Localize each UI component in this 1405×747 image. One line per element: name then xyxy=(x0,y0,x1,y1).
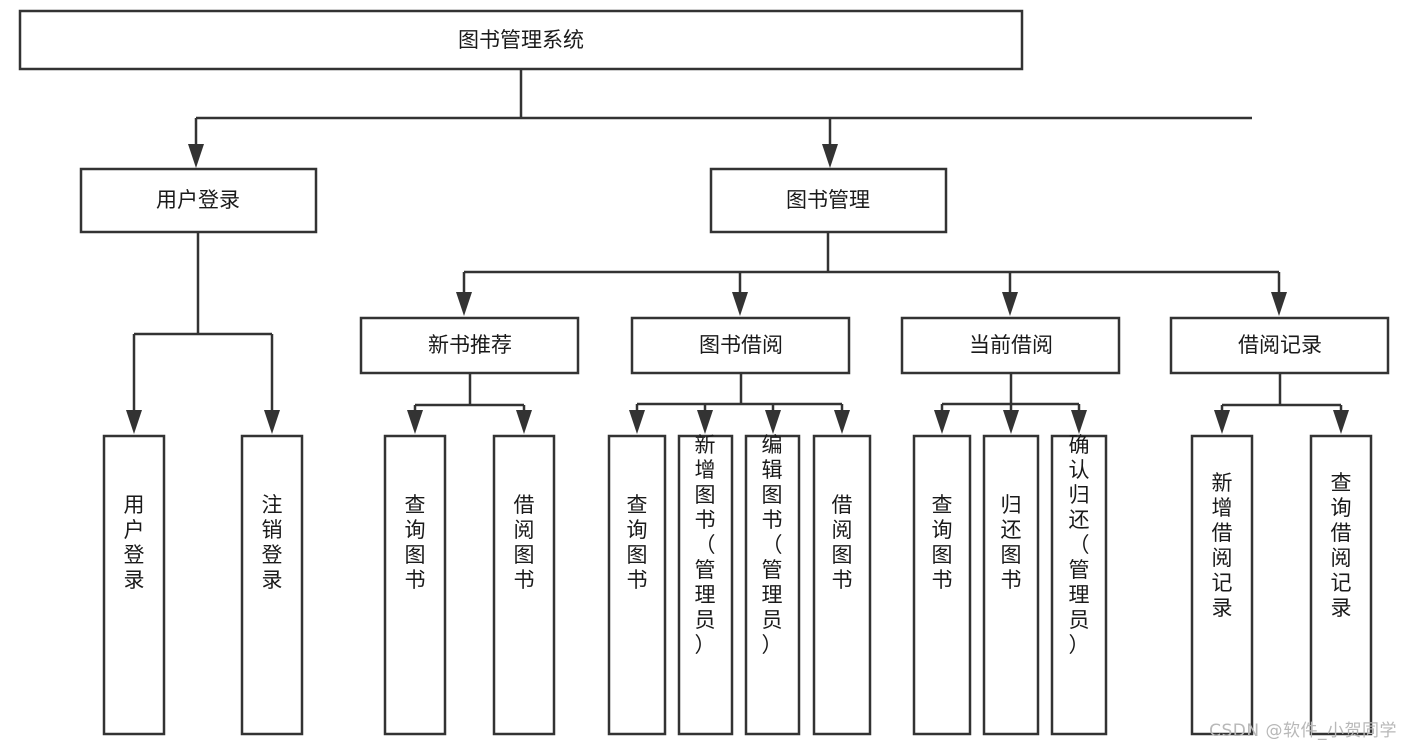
leaf-borrow-book-borrow-label: 借阅图书 xyxy=(832,493,853,592)
leaf-query-borrow-record-box xyxy=(1309,434,1373,736)
node-user-login[interactable]: 用户登录 xyxy=(79,167,318,234)
arrow-to-new-book-recommend xyxy=(456,292,472,316)
current-borrow-box xyxy=(900,316,1121,375)
leaf-borrow-book-borrow-box xyxy=(812,434,872,736)
leaf-query-book-borrow-label: 查询图书 xyxy=(627,493,648,592)
leaf-confirm-return[interactable]: 确认归还（管理员） xyxy=(1050,433,1108,736)
connector-borrow-record-to-leaves xyxy=(1214,373,1349,434)
leaf-add-borrow-record-label: 新增借阅记录 xyxy=(1212,471,1233,620)
leaf-query-book-current[interactable]: 查询图书 xyxy=(912,434,972,736)
leaf-add-borrow-record-box xyxy=(1190,434,1254,736)
leaf-return-book-label: 归还图书 xyxy=(1001,493,1022,592)
arrow-to-current-borrow xyxy=(1002,292,1018,316)
leaf-add-book-label: 新增图书（管理员） xyxy=(695,433,716,657)
leaf-edit-book-box xyxy=(744,434,801,736)
user-login-box xyxy=(79,167,318,234)
arrow-to-leaf-query-book-3 xyxy=(934,410,950,434)
leaf-user-login-label: 用户登录 xyxy=(124,493,145,592)
leaf-return-book-box xyxy=(982,434,1040,736)
node-current-borrow[interactable]: 当前借阅 xyxy=(900,316,1121,375)
leaf-query-book-borrow-box xyxy=(607,434,667,736)
leaf-borrow-book-borrow[interactable]: 借阅图书 xyxy=(812,434,872,736)
arrow-to-leaf-user-login xyxy=(126,410,142,434)
connector-book-manage-to-level3 xyxy=(456,232,1287,316)
arrow-to-leaf-add-book xyxy=(697,410,713,434)
new-book-recommend-box xyxy=(359,316,580,375)
leaf-query-book-current-label: 查询图书 xyxy=(932,493,953,592)
borrow-record-label: 借阅记录 xyxy=(1238,333,1322,357)
connector-current-borrow-to-leaves xyxy=(934,373,1087,434)
node-book-borrow[interactable]: 图书借阅 xyxy=(630,316,851,375)
arrow-to-leaf-confirm-return xyxy=(1071,410,1087,434)
book-manage-label: 图书管理 xyxy=(786,188,870,212)
user-login-label: 用户登录 xyxy=(156,188,240,212)
leaf-add-borrow-record[interactable]: 新增借阅记录 xyxy=(1190,434,1254,736)
leaf-return-book[interactable]: 归还图书 xyxy=(982,434,1040,736)
root-label: 图书管理系统 xyxy=(458,28,584,52)
leaf-confirm-return-label: 确认归还（管理员） xyxy=(1069,433,1090,657)
arrow-to-leaf-query-record xyxy=(1333,410,1349,434)
connector-book-borrow-to-leaves xyxy=(629,373,850,434)
arrow-to-leaf-borrow-book-2 xyxy=(834,410,850,434)
leaf-confirm-return-box xyxy=(1050,434,1108,736)
leaf-query-book-current-box xyxy=(912,434,972,736)
connector-root-to-level2 xyxy=(188,69,1252,168)
arrow-to-user-login xyxy=(188,144,204,168)
node-borrow-record[interactable]: 借阅记录 xyxy=(1169,316,1390,375)
arrow-to-leaf-add-record xyxy=(1214,410,1230,434)
node-new-book-recommend[interactable]: 新书推荐 xyxy=(359,316,580,375)
leaf-borrow-book-recommend-box xyxy=(492,434,556,736)
arrow-to-leaf-borrow-book-1 xyxy=(516,410,532,434)
leaf-query-book-recommend-box xyxy=(383,434,447,736)
leaf-add-book[interactable]: 新增图书（管理员） xyxy=(677,433,734,736)
arrow-to-leaf-query-book-1 xyxy=(407,410,423,434)
connector-user-login-to-leaves xyxy=(126,232,280,434)
arrow-to-borrow-record xyxy=(1271,292,1287,316)
leaf-edit-book-label: 编辑图书（管理员） xyxy=(762,433,783,657)
arrow-to-leaf-edit-book xyxy=(765,410,781,434)
node-root[interactable]: 图书管理系统 xyxy=(18,9,1024,71)
leaf-query-book-borrow[interactable]: 查询图书 xyxy=(607,434,667,736)
leaf-borrow-book-recommend[interactable]: 借阅图书 xyxy=(492,434,556,736)
node-book-manage[interactable]: 图书管理 xyxy=(709,167,948,234)
arrow-to-leaf-logout xyxy=(264,410,280,434)
leaf-query-book-recommend[interactable]: 查询图书 xyxy=(383,434,447,736)
current-borrow-label: 当前借阅 xyxy=(969,333,1053,357)
leaf-query-borrow-record[interactable]: 查询借阅记录 xyxy=(1309,434,1373,736)
leaf-logout-label: 注销登录 xyxy=(262,493,283,592)
leaf-user-login-box xyxy=(102,434,166,736)
leaf-logout-box xyxy=(240,434,304,736)
leaf-user-login[interactable]: 用户登录 xyxy=(102,434,166,736)
book-borrow-label: 图书借阅 xyxy=(699,333,783,357)
arrow-to-leaf-return-book xyxy=(1003,410,1019,434)
leaf-edit-book[interactable]: 编辑图书（管理员） xyxy=(744,433,801,736)
arrow-to-book-borrow xyxy=(732,292,748,316)
root-box xyxy=(18,9,1024,71)
leaf-query-book-recommend-label: 查询图书 xyxy=(405,493,426,592)
connector-new-book-recommend-to-leaves xyxy=(407,373,532,434)
leaf-add-book-box xyxy=(677,434,734,736)
leaf-borrow-book-recommend-label: 借阅图书 xyxy=(514,493,535,592)
leaf-query-borrow-record-label: 查询借阅记录 xyxy=(1331,471,1352,620)
arrow-to-leaf-query-book-2 xyxy=(629,410,645,434)
new-book-recommend-label: 新书推荐 xyxy=(428,333,512,357)
leaf-logout[interactable]: 注销登录 xyxy=(240,434,304,736)
arrow-to-book-manage xyxy=(822,144,838,168)
